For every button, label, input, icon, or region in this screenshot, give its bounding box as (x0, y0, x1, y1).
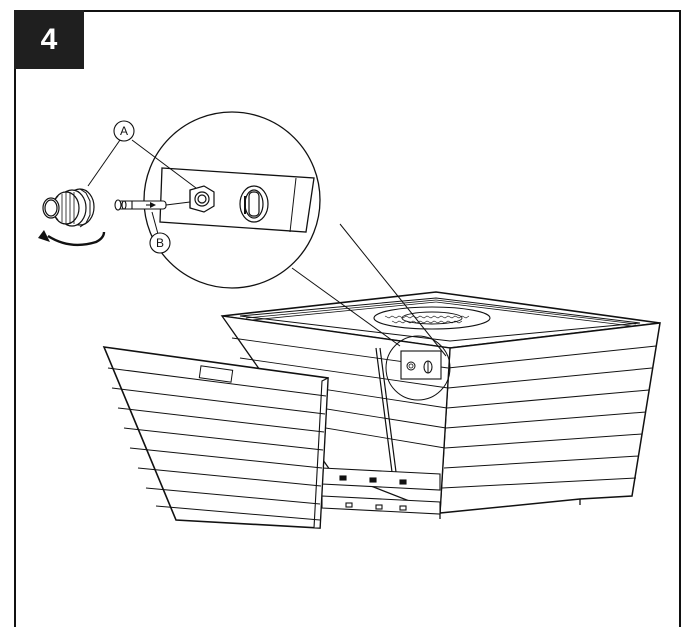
right-body-slats (441, 345, 657, 489)
callout-b-label: B (156, 236, 164, 250)
fire-glass-texture (384, 315, 470, 324)
burner-pan (373, 306, 491, 330)
burner-ring (401, 311, 463, 325)
fire-pit-table (102, 291, 661, 529)
zoom-leader-lines (291, 223, 447, 357)
igniter-cap-assembly (38, 188, 191, 247)
table-top-inner (239, 297, 641, 342)
valve-port-small (406, 361, 416, 371)
callout-b (149, 211, 171, 254)
detail-magnified-view (143, 111, 321, 289)
right-body-panel (439, 322, 661, 514)
igniter-cap (42, 188, 95, 228)
valve-hex-fitting (189, 185, 215, 213)
callout-a-label: A (120, 124, 128, 138)
callout-a (87, 120, 197, 189)
tank-tray-rails (321, 467, 441, 515)
step-number-badge: 4 (14, 10, 84, 69)
detail-zoom-marker (385, 335, 451, 401)
rotation-arrow-icon (47, 231, 106, 247)
door-slats (107, 367, 327, 521)
door-handle-slot (198, 365, 234, 383)
electrode-pin (114, 199, 191, 211)
control-knob (239, 185, 269, 223)
open-door-panel (102, 346, 329, 529)
control-bracket (400, 350, 442, 380)
